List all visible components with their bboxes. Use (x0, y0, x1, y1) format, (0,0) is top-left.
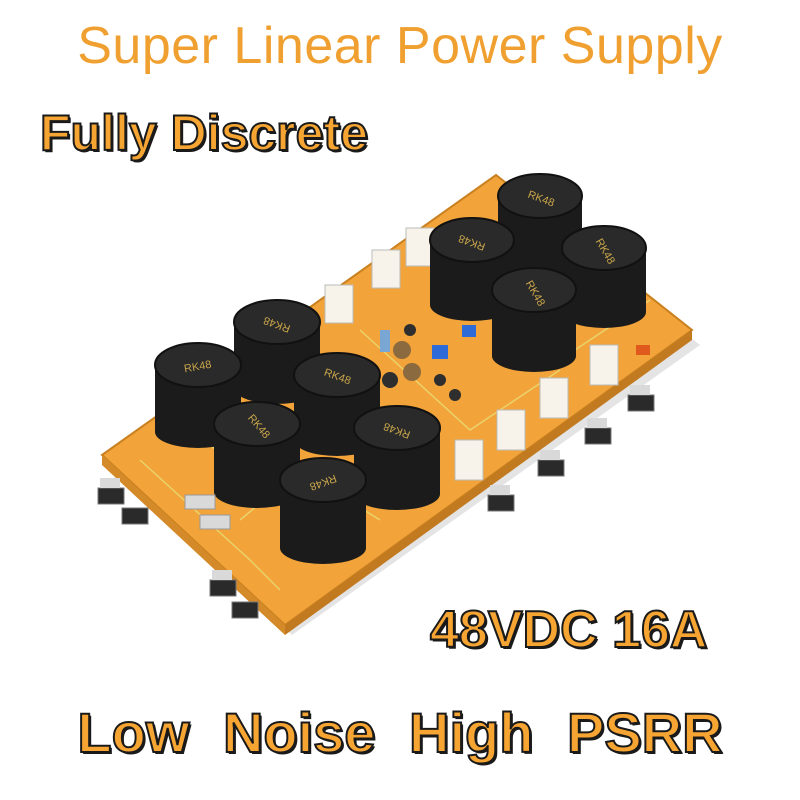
capacitor: RK48 (279, 457, 367, 564)
capacitor: RK48 (561, 225, 647, 328)
features-callout: Low Noise High PSRR (76, 700, 723, 765)
transistor-tab-plates (100, 385, 650, 580)
pcb-edge-right (285, 330, 692, 635)
small-components (380, 324, 650, 401)
terminal-connector (184, 494, 231, 530)
capacitor: RK48 (353, 405, 441, 510)
subtitle-callout: Fully Discrete (39, 104, 369, 162)
capacitor: RK48 (213, 401, 301, 508)
capacitor-label: RK48 (183, 359, 212, 376)
page-title: Super Linear Power Supply (77, 17, 723, 75)
power-resistors (324, 227, 619, 481)
capacitor: RK48 (491, 267, 577, 372)
spec-callout: 48VDC 16A (429, 600, 708, 660)
pcb-edge (102, 455, 285, 635)
capacitor-group-left: RK48 RK48 RK48 RK48 RK48 RK48 (154, 299, 441, 564)
capacitor-group-right: RK48 RK48 RK48 RK48 (429, 173, 647, 372)
capacitor: RK48 (497, 173, 583, 278)
